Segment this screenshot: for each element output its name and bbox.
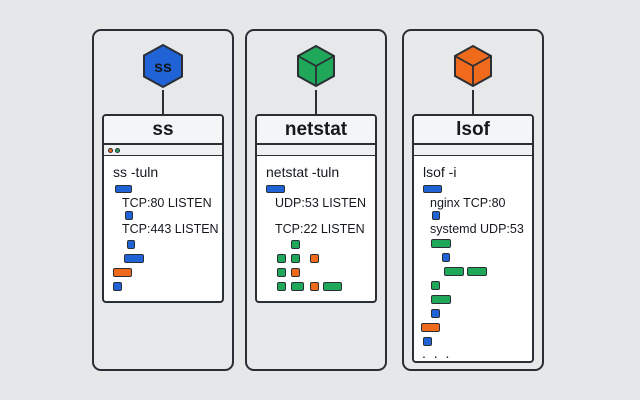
cube-icon xyxy=(297,44,335,88)
hexagon-icon: ss xyxy=(143,43,183,89)
terminal-window-netstat: netstat netstat -tuln UDP:53 LISTEN TCP:… xyxy=(255,114,377,303)
output-block xyxy=(291,254,300,263)
connector-line xyxy=(162,90,164,114)
ellipsis-text: . . . xyxy=(422,345,452,361)
window-title: lsof xyxy=(414,116,532,145)
output-block xyxy=(423,337,432,346)
output-block xyxy=(310,282,319,291)
output-block xyxy=(124,254,144,263)
tool-panel-ss: ss ss ss -tuln TCP:80 LISTEN TCP:443 LIS… xyxy=(92,29,234,371)
ss-icon-wrap: ss xyxy=(94,43,232,89)
window-title: ss xyxy=(104,116,222,145)
output-block xyxy=(125,211,133,220)
output-block xyxy=(432,211,440,220)
command-text: lsof -i xyxy=(423,164,457,180)
cube-icon xyxy=(454,44,492,88)
output-block xyxy=(291,240,300,249)
output-block xyxy=(423,185,442,193)
hexagon-icon-label: ss xyxy=(154,59,172,76)
output-block xyxy=(444,267,464,276)
output-block xyxy=(431,309,440,318)
output-block xyxy=(127,240,135,249)
output-line: TCP:22 LISTEN xyxy=(275,222,365,236)
output-block xyxy=(431,281,440,290)
connector-line xyxy=(472,90,474,114)
window-toolbar xyxy=(257,145,375,156)
window-toolbar xyxy=(414,145,532,156)
output-block xyxy=(431,295,451,304)
output-block xyxy=(113,282,122,291)
output-block xyxy=(115,185,132,193)
output-block xyxy=(291,282,304,291)
output-block xyxy=(266,185,285,193)
terminal-window-lsof: lsof lsof -i nginx TCP:80 systemd UDP:53… xyxy=(412,114,534,363)
tool-panel-netstat: netstat netstat -tuln UDP:53 LISTEN TCP:… xyxy=(245,29,387,371)
output-block xyxy=(277,254,286,263)
output-line: TCP:443 LISTEN xyxy=(122,222,219,236)
tool-panel-lsof: lsof lsof -i nginx TCP:80 systemd UDP:53… xyxy=(402,29,544,371)
output-line: nginx TCP:80 xyxy=(430,196,506,210)
output-block xyxy=(323,282,342,291)
window-toolbar xyxy=(104,145,222,156)
output-block xyxy=(431,239,451,248)
lsof-icon-wrap xyxy=(404,43,542,89)
output-block xyxy=(442,253,450,262)
connector-line xyxy=(315,90,317,114)
output-block xyxy=(277,268,286,277)
command-text: ss -tuln xyxy=(113,164,159,180)
output-line: systemd UDP:53 xyxy=(430,222,524,236)
netstat-icon-wrap xyxy=(247,43,385,89)
output-block xyxy=(113,268,132,277)
terminal-window-ss: ss ss -tuln TCP:80 LISTEN TCP:443 LISTEN xyxy=(102,114,224,303)
output-block xyxy=(421,323,440,332)
output-line: UDP:53 LISTEN xyxy=(275,196,367,210)
output-line: TCP:80 LISTEN xyxy=(122,196,212,210)
command-text: netstat -tuln xyxy=(266,164,340,180)
window-dot-icon xyxy=(115,147,120,153)
window-dot-icon xyxy=(108,147,113,153)
output-block xyxy=(277,282,286,291)
output-block xyxy=(310,254,319,263)
output-block xyxy=(291,268,300,277)
output-block xyxy=(467,267,487,276)
window-title: netstat xyxy=(257,116,375,145)
